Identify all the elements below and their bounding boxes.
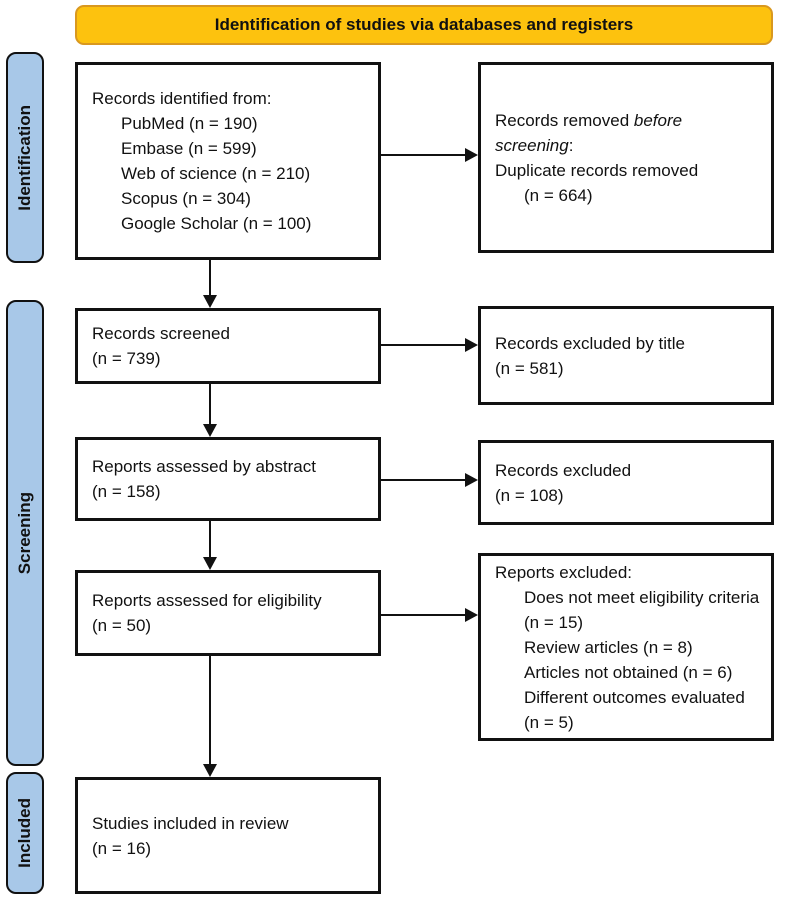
phase-identification-label: Identification <box>15 104 34 211</box>
arrow-down-icon <box>203 764 217 777</box>
records-excluded-count: (n = 108) <box>495 485 564 505</box>
arrow-eligibility-to-included-line <box>209 656 211 766</box>
records-removed-count: (n = 664) <box>524 185 593 205</box>
records-screened-count: (n = 739) <box>92 349 161 368</box>
studies-included-count: (n = 16) <box>92 838 152 858</box>
arrow-down-icon <box>203 557 217 570</box>
reports-excluded-item: Review articles (n = 8) <box>524 637 693 657</box>
excluded-by-title-count: (n = 581) <box>495 358 564 378</box>
assessed-eligibility-count: (n = 50) <box>92 616 152 635</box>
box-records-excluded-by-title: Records excluded by title (n = 581) <box>478 306 774 405</box>
arrow-eligibility-to-excluded-line <box>381 614 468 616</box>
arrow-abstract-to-excluded-line <box>381 479 468 481</box>
assessed-abstract-label: Reports assessed by abstract <box>92 457 316 476</box>
records-identified-item: PubMed (n = 190) <box>121 114 258 133</box>
phase-screening: Screening <box>6 300 44 766</box>
arrow-right-icon <box>465 473 478 487</box>
reports-excluded-item: Articles not obtained (n = 6) <box>524 662 733 682</box>
records-removed-heading: Records removed before screening: <box>495 110 683 155</box>
arrow-right-icon <box>465 608 478 622</box>
reports-excluded-item: Does not meet eligibility criteria (n = … <box>524 587 760 632</box>
phase-identification: Identification <box>6 52 44 263</box>
box-reports-assessed-eligibility: Reports assessed for eligibility (n = 50… <box>75 570 381 656</box>
reports-excluded-heading: Reports excluded: <box>495 562 633 582</box>
assessed-eligibility-label: Reports assessed for eligibility <box>92 591 322 610</box>
arrow-identified-to-removed-line <box>381 154 468 156</box>
box-reports-assessed-abstract: Reports assessed by abstract (n = 158) <box>75 437 381 521</box>
phase-included-label: Included <box>15 798 34 868</box>
arrow-right-icon <box>465 338 478 352</box>
arrow-abstract-to-eligibility-line <box>209 521 211 559</box>
arrow-screened-to-excluded-line <box>381 344 468 346</box>
records-identified-item: Scopus (n = 304) <box>121 189 251 208</box>
records-excluded-label: Records excluded <box>495 460 632 480</box>
records-screened-label: Records screened <box>92 324 230 343</box>
records-identified-item: Web of science (n = 210) <box>121 164 311 183</box>
excluded-by-title-label: Records excluded by title <box>495 333 685 353</box>
arrow-down-icon <box>203 295 217 308</box>
arrow-identified-to-screened-line <box>209 260 211 297</box>
reports-excluded-item: Different outcomes evaluated (n = 5) <box>524 687 745 732</box>
records-removed-italic: before screening <box>495 110 683 155</box>
arrow-right-icon <box>465 148 478 162</box>
box-records-identified: Records identified from: PubMed (n = 190… <box>75 62 381 260</box>
box-studies-included: Studies included in review (n = 16) <box>75 777 381 894</box>
studies-included-label: Studies included in review <box>92 813 289 833</box>
phase-included: Included <box>6 772 44 894</box>
box-reports-excluded: Reports excluded: Does not meet eligibil… <box>478 553 774 741</box>
phase-screening-label: Screening <box>15 491 34 575</box>
records-removed-line2: Duplicate records removed <box>495 160 699 180</box>
banner-title: Identification of studies via databases … <box>75 5 773 45</box>
box-records-removed: Records removed before screening: Duplic… <box>478 62 774 253</box>
records-identified-item: Google Scholar (n = 100) <box>121 214 312 233</box>
box-records-excluded: Records excluded (n = 108) <box>478 440 774 525</box>
box-records-screened: Records screened (n = 739) <box>75 308 381 384</box>
arrow-screened-to-abstract-line <box>209 384 211 426</box>
arrow-down-icon <box>203 424 217 437</box>
records-identified-item: Embase (n = 599) <box>121 139 257 158</box>
records-identified-heading: Records identified from: <box>92 89 272 108</box>
assessed-abstract-count: (n = 158) <box>92 482 161 501</box>
banner-title-text: Identification of studies via databases … <box>214 15 634 34</box>
